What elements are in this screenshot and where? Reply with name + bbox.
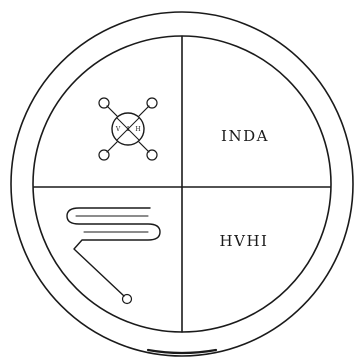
node-bottom-left [99, 150, 109, 160]
quadrant-bottom-right-text: HVHI [220, 232, 269, 250]
hub-letter-right: H [135, 126, 140, 133]
bottom-rim-mark [148, 350, 216, 353]
serpentine-end-node [123, 295, 132, 304]
serpentine-sigil [67, 208, 160, 304]
quadrant-top-right-text: INDA [221, 127, 269, 145]
node-bottom-right [147, 150, 157, 160]
node-top-left [99, 98, 109, 108]
hub-letter-left: V [115, 126, 121, 133]
serpentine-path [67, 208, 160, 296]
node-top-right [147, 98, 157, 108]
hub-sigil: V I H [99, 98, 157, 160]
